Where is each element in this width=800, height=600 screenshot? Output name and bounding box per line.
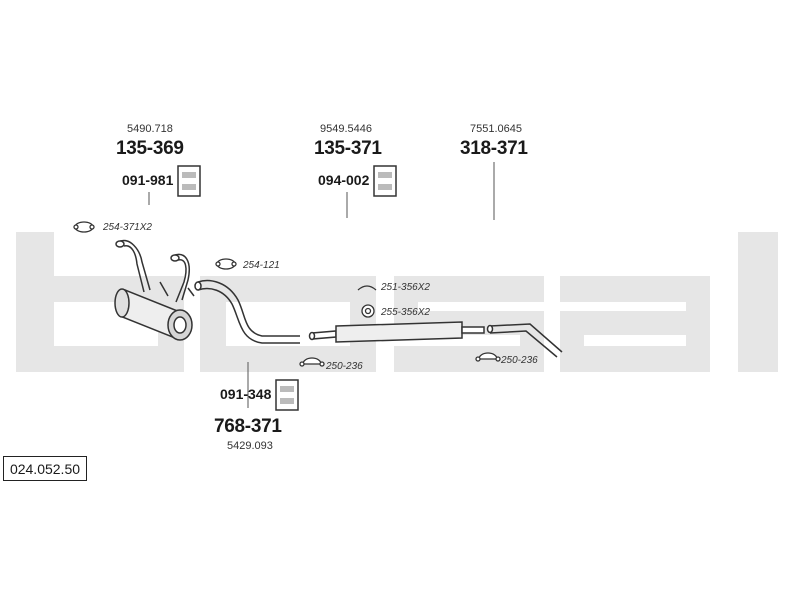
ref-number-5429-093: 5429.093	[227, 440, 273, 452]
part-number-135-369: 135-369	[116, 138, 184, 159]
front-pipe	[194, 279, 300, 344]
mount-number-091-981: 091-981	[122, 172, 174, 188]
clamp-icon-254-121	[215, 258, 237, 270]
part-number-135-371: 135-371	[314, 138, 382, 159]
part-number-318-371: 318-371	[460, 138, 528, 159]
clamp-icon-250-236-a	[299, 357, 325, 367]
clamp-icon-250-236-b	[475, 352, 501, 362]
clamp-label-251-356x2: 251-356X2	[381, 282, 430, 293]
clamp-label-254-121: 254-121	[243, 260, 280, 271]
mount-number-091-348: 091-348	[220, 386, 272, 402]
mount-091-348	[275, 379, 299, 411]
clamp-icon-255-356	[361, 304, 375, 318]
part-number-768-371: 768-371	[214, 416, 282, 437]
clamp-label-255-356x2: 255-356X2	[381, 307, 430, 318]
mount-number-094-002: 094-002	[318, 172, 370, 188]
ref-number-7551-0645: 7551.0645	[470, 123, 522, 135]
diagram-number-box: 024.052.50	[3, 456, 87, 481]
mount-094-002	[373, 165, 397, 197]
ref-number-5490-718: 5490.718	[127, 123, 173, 135]
clamp-label-254-371x2: 254-371X2	[103, 222, 152, 233]
clamp-label-250-236-a: 250-236	[326, 361, 363, 372]
leader-lines	[148, 162, 495, 408]
clamp-label-250-236-b: 250-236	[501, 355, 538, 366]
ref-number-9549-5446: 9549.5446	[320, 123, 372, 135]
manifold-pipe	[115, 239, 195, 303]
front-muffler	[114, 288, 193, 341]
mount-091-981	[177, 165, 201, 197]
clamp-icon-251-356	[357, 285, 377, 291]
clamp-icon-254-371	[73, 221, 95, 233]
diagram-number: 024.052.50	[9, 460, 81, 477]
middle-silencer	[308, 321, 485, 343]
tail-pipe	[486, 323, 563, 358]
